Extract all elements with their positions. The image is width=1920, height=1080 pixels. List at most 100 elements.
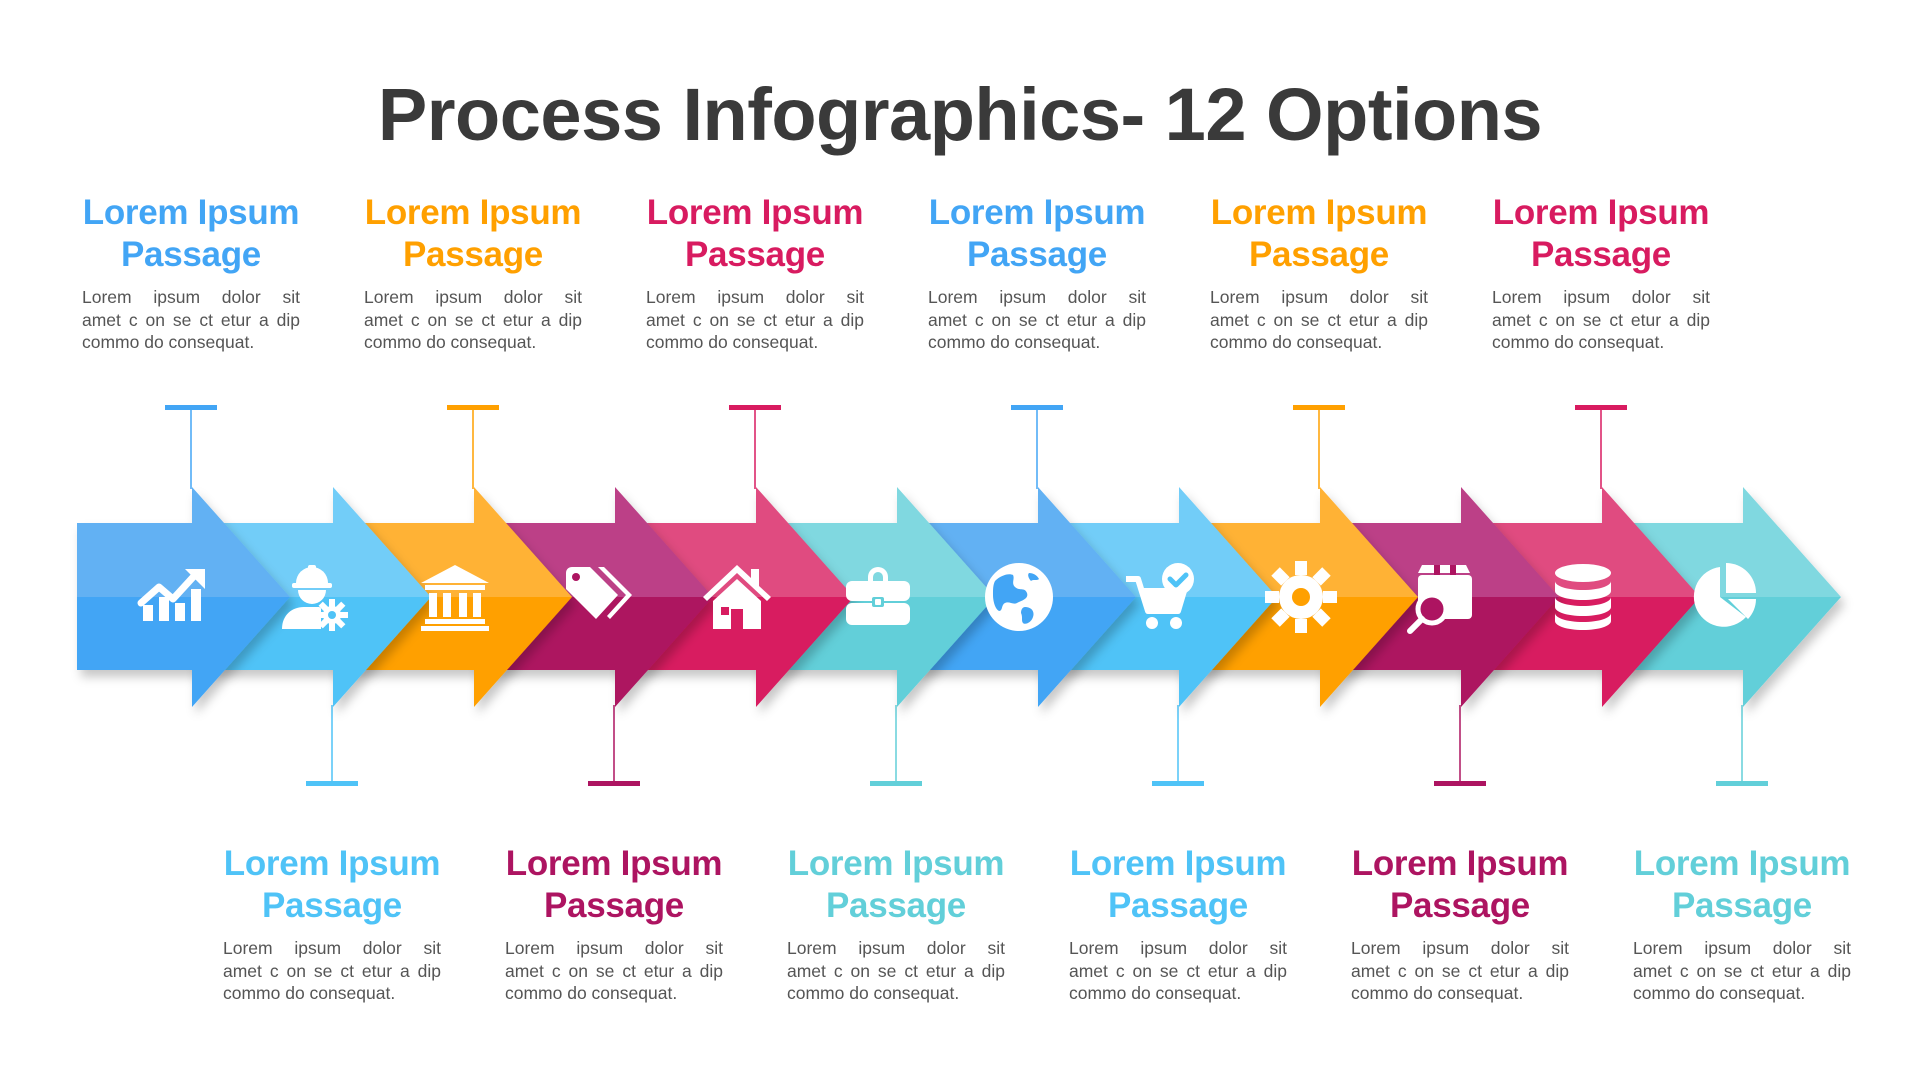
description-line: amet c on se ct etur a dip	[1633, 960, 1851, 981]
globe-icon	[981, 559, 1057, 635]
step-title-line1: Lorem Ipsum	[505, 844, 723, 883]
pie-chart-icon	[1686, 559, 1762, 635]
description-line: commo do consequat.	[1210, 332, 1383, 352]
step-title-line2: Passage	[1390, 886, 1530, 925]
description-line: amet c on se ct etur a dip	[1492, 309, 1710, 330]
description-line: commo do consequat.	[787, 983, 960, 1003]
description-line: commo do consequat.	[1351, 983, 1524, 1003]
step-title-line2: Passage	[403, 235, 543, 274]
connector-5	[729, 405, 781, 489]
connector-8	[1152, 705, 1204, 786]
step-title-line1: Lorem Ipsum	[787, 844, 1005, 883]
description-line: amet c on se ct etur a dip	[223, 960, 441, 981]
page-title: Process Infographics- 12 Options	[377, 73, 1543, 156]
step-title-line1: Lorem Ipsum	[646, 193, 864, 232]
description-line: commo do consequat.	[82, 332, 255, 352]
connector-1	[165, 405, 217, 489]
gear-icon	[1263, 559, 1339, 635]
description-line: Lorem ipsum dolor sit	[1351, 938, 1569, 958]
connector-10	[1434, 705, 1486, 786]
connector-11	[1575, 405, 1627, 489]
database-icon	[1545, 559, 1621, 635]
description-line: Lorem ipsum dolor sit	[928, 287, 1146, 307]
engineer-gear-icon	[276, 559, 352, 635]
description-line: amet c on se ct etur a dip	[1210, 309, 1428, 330]
price-tags-icon	[558, 559, 634, 635]
step-title-line1: Lorem Ipsum	[223, 844, 441, 883]
step-title-line1: Lorem Ipsum	[1069, 844, 1287, 883]
description-line: Lorem ipsum dolor sit	[646, 287, 864, 307]
description-line: commo do consequat.	[364, 332, 537, 352]
bank-building-icon	[417, 559, 493, 635]
step-title-line1: Lorem Ipsum	[928, 193, 1146, 232]
step-title-line2: Passage	[544, 886, 684, 925]
step-title-line2: Passage	[1672, 886, 1812, 925]
description-line: commo do consequat.	[505, 983, 678, 1003]
description-line: Lorem ipsum dolor sit	[82, 287, 300, 307]
step-title-line1: Lorem Ipsum	[1492, 193, 1710, 232]
arrows-group	[77, 487, 1841, 707]
description-line: commo do consequat.	[1633, 983, 1806, 1003]
description-line: Lorem ipsum dolor sit	[364, 287, 582, 307]
cart-check-icon	[1122, 559, 1198, 635]
connector-lines	[165, 405, 1768, 786]
description-line: amet c on se ct etur a dip	[364, 309, 582, 330]
step-title-line1: Lorem Ipsum	[1633, 844, 1851, 883]
description-line: Lorem ipsum dolor sit	[505, 938, 723, 958]
step-title-line2: Passage	[967, 235, 1107, 274]
step-title-line2: Passage	[262, 886, 402, 925]
connector-6	[870, 705, 922, 786]
description-line: amet c on se ct etur a dip	[1351, 960, 1569, 981]
description-line: amet c on se ct etur a dip	[928, 309, 1146, 330]
description-line: Lorem ipsum dolor sit	[1069, 938, 1287, 958]
description-line: amet c on se ct etur a dip	[1069, 960, 1287, 981]
description-line: commo do consequat.	[1492, 332, 1665, 352]
step-title-line1: Lorem Ipsum	[1210, 193, 1428, 232]
description-line: commo do consequat.	[1069, 983, 1242, 1003]
connector-4	[588, 705, 640, 786]
description-line: Lorem ipsum dolor sit	[787, 938, 1005, 958]
description-line: amet c on se ct etur a dip	[505, 960, 723, 981]
connector-2	[306, 705, 358, 786]
description-line: amet c on se ct etur a dip	[787, 960, 1005, 981]
step-title-line2: Passage	[1108, 886, 1248, 925]
box-search-icon	[1404, 559, 1480, 635]
step-title-line1: Lorem Ipsum	[364, 193, 582, 232]
description-line: Lorem ipsum dolor sit	[1492, 287, 1710, 307]
arrow-step-1	[77, 487, 290, 707]
house-icon	[699, 559, 775, 635]
connector-3	[447, 405, 499, 489]
description-line: commo do consequat.	[223, 983, 396, 1003]
connector-12	[1716, 705, 1768, 786]
toolbox-icon	[840, 559, 916, 635]
description-line: commo do consequat.	[646, 332, 819, 352]
growth-chart-icon	[135, 559, 211, 635]
step-title-line1: Lorem Ipsum	[82, 193, 300, 232]
step-title-line1: Lorem Ipsum	[1351, 844, 1569, 883]
step-title-line2: Passage	[1249, 235, 1389, 274]
step-title-line2: Passage	[1531, 235, 1671, 274]
description-line: Lorem ipsum dolor sit	[1210, 287, 1428, 307]
connector-7	[1011, 405, 1063, 489]
